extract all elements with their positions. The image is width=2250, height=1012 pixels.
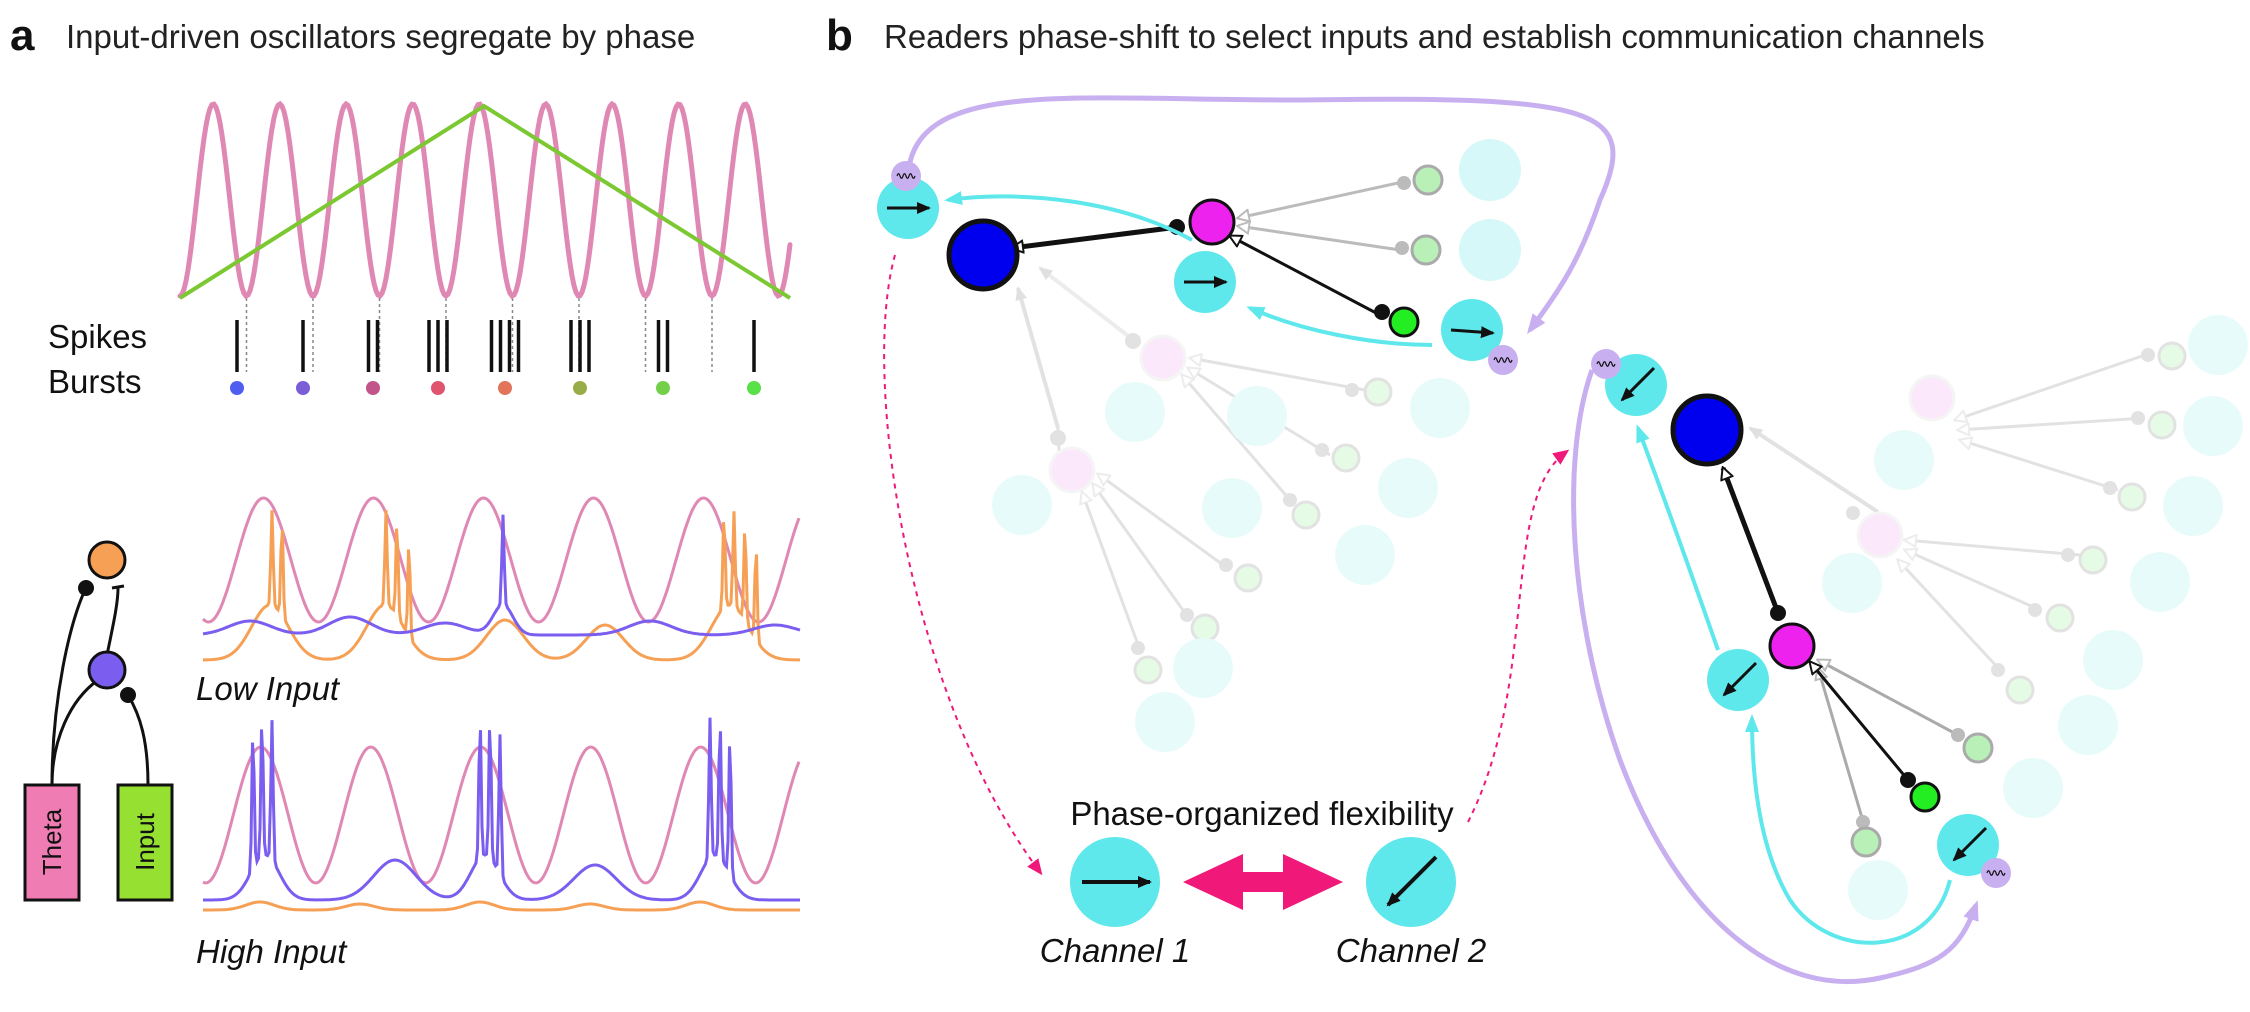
- orange-neuron: [87, 540, 127, 580]
- circuit-schematic: Theta Input: [23, 540, 174, 902]
- panel-a: a Input-driven oscillators segregate by …: [10, 11, 801, 970]
- flexibility-legend: Phase-organized flexibility Channel 1 Ch…: [1040, 795, 1486, 969]
- burst-dot: [573, 381, 587, 395]
- panel-b: b Readers phase-shift to select inputs a…: [826, 11, 2248, 985]
- input-ramp-line: [178, 103, 792, 300]
- high-input-traces: [202, 717, 801, 912]
- blue-neuron-left: [946, 218, 1020, 292]
- low-input-traces: [201, 496, 801, 662]
- low-input-orange-trace: [203, 510, 801, 662]
- panel-a-title: Input-driven oscillators segregate by ph…: [66, 18, 695, 55]
- channel2-label: Channel 2: [1336, 932, 1486, 969]
- magenta-neuron-right: [1768, 622, 1816, 670]
- low-input-label: Low Input: [196, 670, 341, 707]
- purple-neuron: [87, 650, 127, 690]
- magenta-neuron-left: [1188, 198, 1236, 246]
- green-input-node-left: [1388, 306, 1420, 338]
- burst-dot: [230, 381, 244, 395]
- burst-dots: [230, 381, 761, 395]
- faded-network-left: [992, 266, 1470, 752]
- theta-box: [23, 783, 81, 902]
- high-input-orange-trace: [203, 900, 800, 912]
- bidirectional-arrow: [1183, 854, 1343, 910]
- dashed-arrow-to-network-right: [1467, 449, 1570, 823]
- theta-trace-top: [177, 100, 793, 300]
- panel-a-letter: a: [10, 11, 35, 60]
- spike-raster: [235, 320, 756, 372]
- theta-box-label: Theta: [37, 808, 67, 875]
- input-box: [116, 783, 174, 902]
- burst-guide-lines: [245, 298, 713, 372]
- dashed-arrow-to-channel1: [883, 254, 1043, 876]
- spikes-label: Spikes: [48, 318, 147, 355]
- burst-dot: [366, 381, 380, 395]
- low-input-purple-trace: [202, 514, 801, 637]
- low-input-theta-trace: [201, 496, 801, 624]
- blue-neuron-right: [1670, 393, 1744, 467]
- panel-b-letter: b: [826, 11, 853, 60]
- network-right: [1571, 315, 2248, 985]
- bursts-label: Bursts: [48, 363, 142, 400]
- network-left: [877, 95, 1616, 375]
- burst-dot: [296, 381, 310, 395]
- burst-dot: [656, 381, 670, 395]
- high-input-purple-trace: [203, 717, 800, 902]
- burst-dot: [498, 381, 512, 395]
- panel-b-title: Readers phase-shift to select inputs and…: [884, 18, 1985, 55]
- burst-dot: [431, 381, 445, 395]
- input-box-label: Input: [130, 812, 160, 871]
- channel1-label: Channel 1: [1040, 932, 1190, 969]
- high-input-label: High Input: [196, 933, 348, 970]
- burst-dot: [747, 381, 761, 395]
- flexibility-label: Phase-organized flexibility: [1070, 795, 1454, 832]
- green-input-node-right: [1909, 781, 1941, 813]
